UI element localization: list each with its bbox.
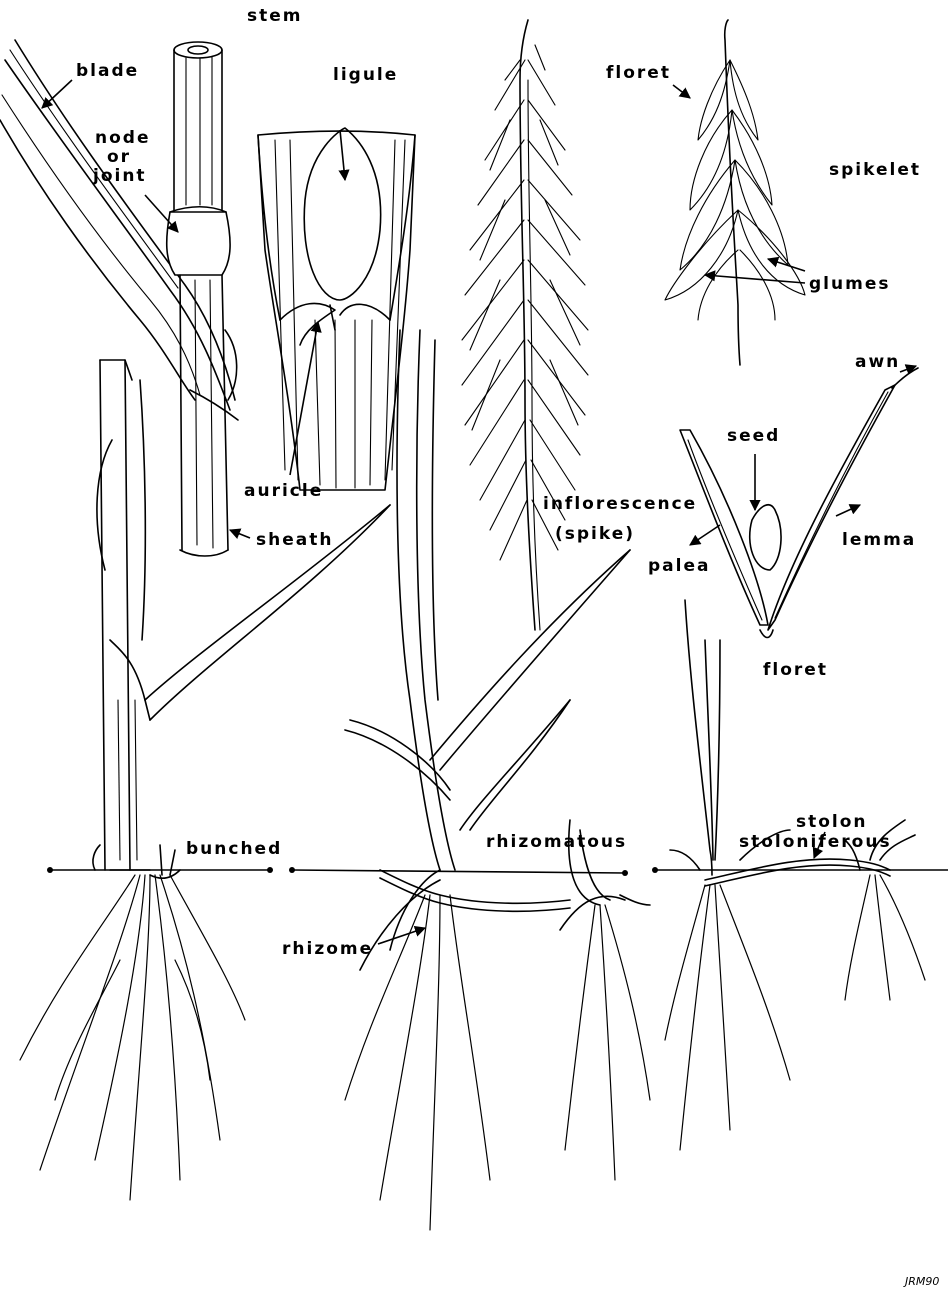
label-floret-bottom: floret <box>763 660 828 680</box>
label-node-or: or <box>107 147 131 167</box>
label-bunched: bunched <box>186 839 282 859</box>
label-blade: blade <box>76 61 139 81</box>
label-sheath: sheath <box>256 530 333 550</box>
label-node: node <box>95 128 150 148</box>
labels: stem blade node or joint ligule auricle … <box>76 6 939 1288</box>
label-arrows <box>42 80 916 944</box>
label-floret-top: floret <box>606 63 671 83</box>
label-ligule: ligule <box>333 65 398 85</box>
roots-stoloniferous <box>665 875 925 1150</box>
label-inflorescence: inflorescence <box>543 494 697 514</box>
label-lemma: lemma <box>842 530 916 550</box>
label-rhizomatous: rhizomatous <box>486 832 627 852</box>
spikelet-illustration <box>665 20 805 365</box>
ligule-detail-illustration <box>258 128 415 490</box>
label-spikelet: spikelet <box>829 160 921 180</box>
label-node-joint: joint <box>92 166 147 186</box>
roots-bunched <box>20 875 245 1200</box>
label-stolon: stolon <box>796 812 868 832</box>
artist-signature: JRM90 <box>903 1275 939 1288</box>
label-stoloniferous: stoloniferous <box>739 832 892 852</box>
label-spike: (spike) <box>555 524 635 544</box>
label-seed: seed <box>727 426 780 446</box>
label-awn: awn <box>855 352 900 372</box>
label-glumes: glumes <box>809 274 890 294</box>
ground-lines <box>47 867 948 876</box>
floret-detail-illustration <box>680 368 918 638</box>
label-stem: stem <box>247 6 303 26</box>
label-auricle: auricle <box>244 481 323 501</box>
label-rhizome: rhizome <box>282 939 373 959</box>
label-palea: palea <box>648 556 710 576</box>
